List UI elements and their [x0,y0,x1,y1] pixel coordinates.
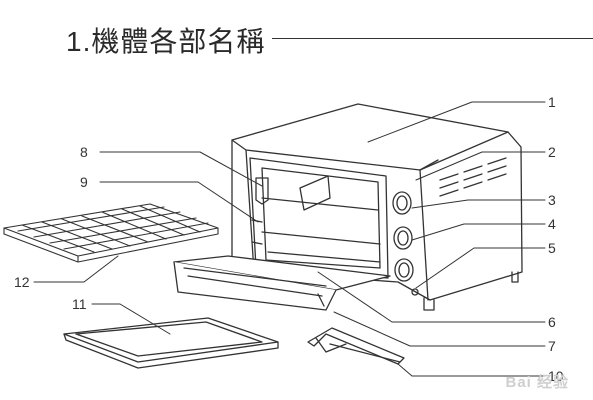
leader-1 [367,101,546,143]
callout-3: 3 [548,192,556,208]
leader-5 [415,247,546,289]
leader-6 [317,271,546,323]
tray-handle [307,327,405,365]
page-title: 1.機體各部名稱 [66,26,266,57]
callout-8: 8 [80,144,88,160]
wire-rack [3,203,219,263]
callout-4: 4 [548,216,556,232]
callout-5: 5 [548,240,556,256]
oven-cavity [249,157,389,279]
title-rule [272,38,593,39]
leader-4 [411,223,546,241]
vent-slots [439,157,507,197]
oven-door [173,255,391,311]
leader-3 [411,199,546,209]
callout-12: 12 [14,274,30,290]
callout-9: 9 [80,174,88,190]
baking-tray [63,317,279,369]
leader-8 [99,151,263,187]
callout-2: 2 [548,144,556,160]
leader-12 [33,255,119,283]
leader-2 [415,151,546,181]
leader-7 [333,311,546,347]
control-knobs [392,191,419,296]
callout-7: 7 [548,338,556,354]
leader-lines [33,101,546,377]
leader-11 [91,303,171,335]
callout-1: 1 [548,94,556,110]
callout-10: 10 [548,368,564,384]
leader-9 [99,181,259,223]
watermark-logo: Bai 经验 [505,374,569,391]
callout-6: 6 [548,314,556,330]
leader-10 [397,363,546,377]
callout-11: 11 [72,296,87,312]
